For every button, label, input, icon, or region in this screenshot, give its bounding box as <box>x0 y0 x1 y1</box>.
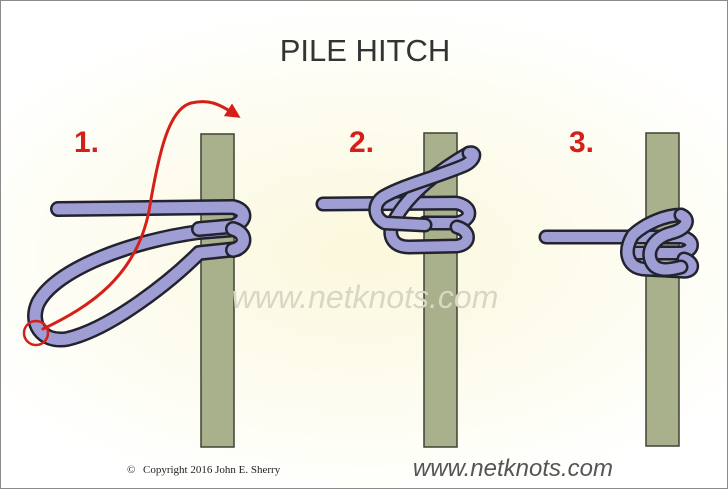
circle-marker-icon <box>22 319 50 347</box>
step-3-illustration <box>538 132 699 447</box>
copyright-text: Copyright 2016 John E. Sherry <box>143 464 281 476</box>
site-url: www.netknots.com <box>413 455 613 482</box>
step-2-label: 2. <box>349 126 374 159</box>
pole-3 <box>645 132 680 447</box>
rope-2 <box>315 145 482 255</box>
curved-arrow-icon <box>41 100 241 331</box>
rope-1 <box>27 199 252 348</box>
step-1-illustration <box>22 100 252 448</box>
pole-1 <box>200 133 235 448</box>
rope-3 <box>538 207 699 279</box>
watermark: www.netknots.com <box>232 279 499 315</box>
step-3-label: 3. <box>569 126 594 159</box>
page-title: PILE HITCH <box>280 33 451 68</box>
step-1-label: 1. <box>74 126 99 159</box>
step-2-illustration <box>315 132 482 448</box>
copyright-symbol: © <box>127 464 135 476</box>
